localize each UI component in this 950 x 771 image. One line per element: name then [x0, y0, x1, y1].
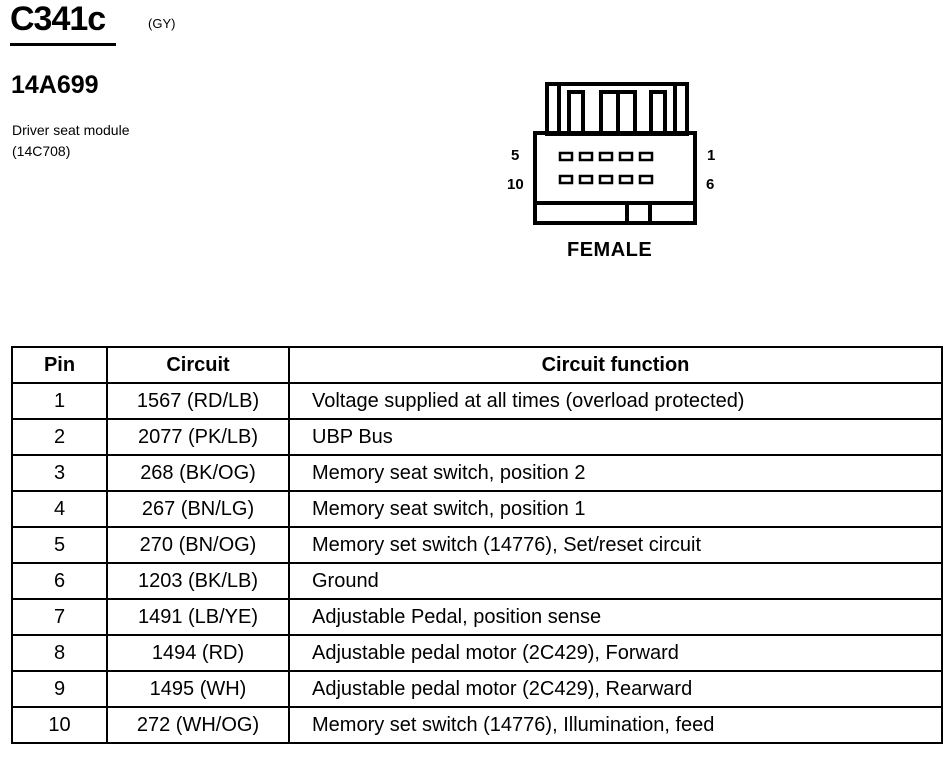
connector-id: C341c [10, 0, 106, 38]
cell-circuit: 1491 (LB/YE) [106, 598, 290, 636]
table-row: 1 1567 (RD/LB) Voltage supplied at all t… [11, 382, 943, 420]
cell-pin: 1 [11, 382, 108, 420]
cell-pin: 2 [11, 418, 108, 456]
cell-pin: 3 [11, 454, 108, 492]
cell-circuit: 268 (BK/OG) [106, 454, 290, 492]
header-pin: Pin [11, 346, 108, 384]
pin-label-top-left: 5 [511, 147, 520, 164]
cell-circuit: 267 (BN/LG) [106, 490, 290, 528]
cell-function: Memory seat switch, position 2 [288, 454, 943, 492]
description-line-1: Driver seat module [12, 122, 130, 138]
pin-label-bottom-left: 10 [507, 176, 524, 193]
part-number: 14A699 [11, 71, 99, 99]
connector-color: (GY) [148, 16, 176, 31]
table-row: 7 1491 (LB/YE) Adjustable Pedal, positio… [11, 598, 943, 636]
cell-circuit: 2077 (PK/LB) [106, 418, 290, 456]
table-row: 8 1494 (RD) Adjustable pedal motor (2C42… [11, 634, 943, 672]
cell-function: Adjustable pedal motor (2C429), Rearward [288, 670, 943, 708]
header-circuit-function: Circuit function [288, 346, 943, 384]
cell-function: Ground [288, 562, 943, 600]
cell-function: Voltage supplied at all times (overload … [288, 382, 943, 420]
header-circuit: Circuit [106, 346, 290, 384]
table-row: 10 272 (WH/OG) Memory set switch (14776)… [11, 706, 943, 744]
table-row: 3 268 (BK/OG) Memory seat switch, positi… [11, 454, 943, 492]
connector-diagram: 5 1 10 6 FEMALE [505, 75, 720, 270]
table-row: 6 1203 (BK/LB) Ground [11, 562, 943, 600]
cell-function: UBP Bus [288, 418, 943, 456]
cell-pin: 5 [11, 526, 108, 564]
connector-face-icon [533, 82, 697, 225]
cell-circuit: 1495 (WH) [106, 670, 290, 708]
cell-pin: 10 [11, 706, 108, 744]
table-row: 5 270 (BN/OG) Memory set switch (14776),… [11, 526, 943, 564]
description-line-2: (14C708) [12, 143, 71, 159]
component-description: Driver seat module (14C708) [12, 120, 130, 162]
connector-id-underline [10, 43, 116, 46]
table-header-row: Pin Circuit Circuit function [11, 346, 943, 384]
cell-pin: 4 [11, 490, 108, 528]
cell-function: Adjustable Pedal, position sense [288, 598, 943, 636]
cell-pin: 9 [11, 670, 108, 708]
cell-circuit: 272 (WH/OG) [106, 706, 290, 744]
cell-circuit: 1203 (BK/LB) [106, 562, 290, 600]
cell-pin: 6 [11, 562, 108, 600]
cell-function: Memory set switch (14776), Set/reset cir… [288, 526, 943, 564]
cell-circuit: 1494 (RD) [106, 634, 290, 672]
cell-pin: 8 [11, 634, 108, 672]
cell-circuit: 270 (BN/OG) [106, 526, 290, 564]
connector-gender-label: FEMALE [567, 239, 653, 261]
pin-label-bottom-right: 6 [706, 176, 715, 193]
cell-pin: 7 [11, 598, 108, 636]
pin-table: Pin Circuit Circuit function 1 1567 (RD/… [11, 346, 943, 744]
table-row: 2 2077 (PK/LB) UBP Bus [11, 418, 943, 456]
table-row: 9 1495 (WH) Adjustable pedal motor (2C42… [11, 670, 943, 708]
cell-function: Memory set switch (14776), Illumination,… [288, 706, 943, 744]
cell-function: Memory seat switch, position 1 [288, 490, 943, 528]
table-row: 4 267 (BN/LG) Memory seat switch, positi… [11, 490, 943, 528]
cell-function: Adjustable pedal motor (2C429), Forward [288, 634, 943, 672]
cell-circuit: 1567 (RD/LB) [106, 382, 290, 420]
pin-label-top-right: 1 [707, 147, 716, 164]
